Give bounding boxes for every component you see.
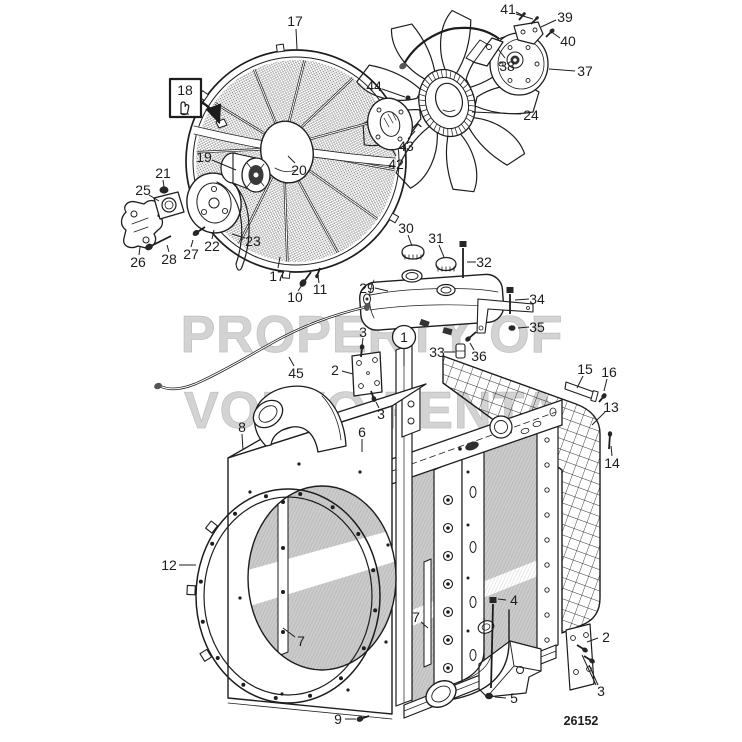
hose-stub [419,318,430,328]
fan-guard [185,43,409,279]
callout-44[interactable]: 44 [366,78,382,94]
callout-3[interactable]: 3 [597,683,605,699]
callout-36[interactable]: 36 [471,348,487,364]
sensor-wire [402,26,500,66]
fan-shroud [227,383,427,720]
callout-13[interactable]: 13 [603,399,619,415]
callout-17[interactable]: 17 [287,13,303,29]
cap-knurling [404,254,455,272]
callout-30[interactable]: 30 [398,220,414,236]
side-tank-bolt-column [433,457,463,703]
callout-42[interactable]: 42 [388,156,404,172]
mount-plate-lower [565,623,595,691]
callout-26[interactable]: 26 [130,254,146,270]
callout-28[interactable]: 28 [161,251,177,267]
callout-15[interactable]: 15 [577,361,593,377]
mounting-bracket [120,199,164,249]
callout-38[interactable]: 38 [499,58,515,74]
drive-pulley [186,172,242,234]
glove-cuff [180,113,190,115]
figure-number: 26152 [564,714,599,728]
mount-plate-upper [351,351,383,397]
belt-tensioner [153,191,185,220]
callout-4[interactable]: 4 [510,592,518,608]
callout-45[interactable]: 45 [288,365,304,381]
fan-hub-carrier [220,152,271,193]
side-tank-slot-column [461,448,485,691]
callout-10[interactable]: 10 [287,289,303,305]
callout-7[interactable]: 7 [297,633,305,649]
callout-32[interactable]: 32 [476,254,492,270]
callout-1[interactable]: 1 [400,329,408,345]
callout-19[interactable]: 19 [196,149,212,165]
callout-43[interactable]: 43 [398,138,414,154]
callout-35[interactable]: 35 [529,319,545,335]
callout-8[interactable]: 8 [238,419,246,435]
callout-6[interactable]: 6 [358,424,366,440]
callout-24[interactable]: 24 [523,107,539,123]
callout-33[interactable]: 33 [429,344,445,360]
inset-pointer-arrow [201,101,222,125]
glove-icon [180,101,190,116]
clutch-brackets [399,21,544,70]
hub-pin [405,95,411,101]
callout-12[interactable]: 12 [161,557,177,573]
callout-31[interactable]: 31 [428,230,444,246]
tank-bracket [476,298,534,334]
callout-2[interactable]: 2 [602,629,610,645]
retainer-clip [411,123,422,133]
callout-3[interactable]: 3 [377,406,385,422]
seal-strip-left [277,486,289,657]
expansion-tank [359,269,534,336]
overflow-hose [154,303,371,391]
fasteners [145,12,613,722]
callout-5[interactable]: 5 [510,690,518,706]
callout-34[interactable]: 34 [529,291,545,307]
grille-support-bar [564,381,599,403]
callout-9[interactable]: 9 [334,711,342,727]
callout-11[interactable]: 11 [313,281,328,297]
callout-39[interactable]: 39 [557,9,573,25]
glove-warning-inset[interactable]: 18 [168,77,222,125]
callout-22[interactable]: 22 [204,238,220,254]
callout-37[interactable]: 37 [577,63,593,79]
shroud-ring [186,488,381,704]
callout-7[interactable]: 7 [412,609,420,625]
callout-40[interactable]: 40 [560,33,576,49]
filler-neck-top [465,415,542,451]
callout-21[interactable]: 21 [155,165,171,181]
radiator-right-frame [536,409,559,654]
fan-hub-ring [418,68,476,138]
callout-23[interactable]: 23 [245,233,261,249]
callout-3[interactable]: 3 [359,324,367,340]
callout-41[interactable]: 41 [500,1,516,17]
foot-bracket [478,640,542,698]
upper-elbow-pipe [252,385,347,453]
callout-25[interactable]: 25 [135,182,151,198]
callout-29[interactable]: 29 [359,280,375,296]
hose-stub [442,327,453,336]
callout-20[interactable]: 20 [291,162,307,178]
fan-spacer [367,97,413,151]
callout-16[interactable]: 16 [601,364,617,380]
inset-label: 18 [177,82,193,98]
callout-14[interactable]: 14 [604,455,620,471]
callout-17[interactable]: 17 [269,268,285,284]
callout-27[interactable]: 27 [183,246,199,262]
callout-2[interactable]: 2 [331,362,339,378]
seal-strip-right [423,558,432,668]
